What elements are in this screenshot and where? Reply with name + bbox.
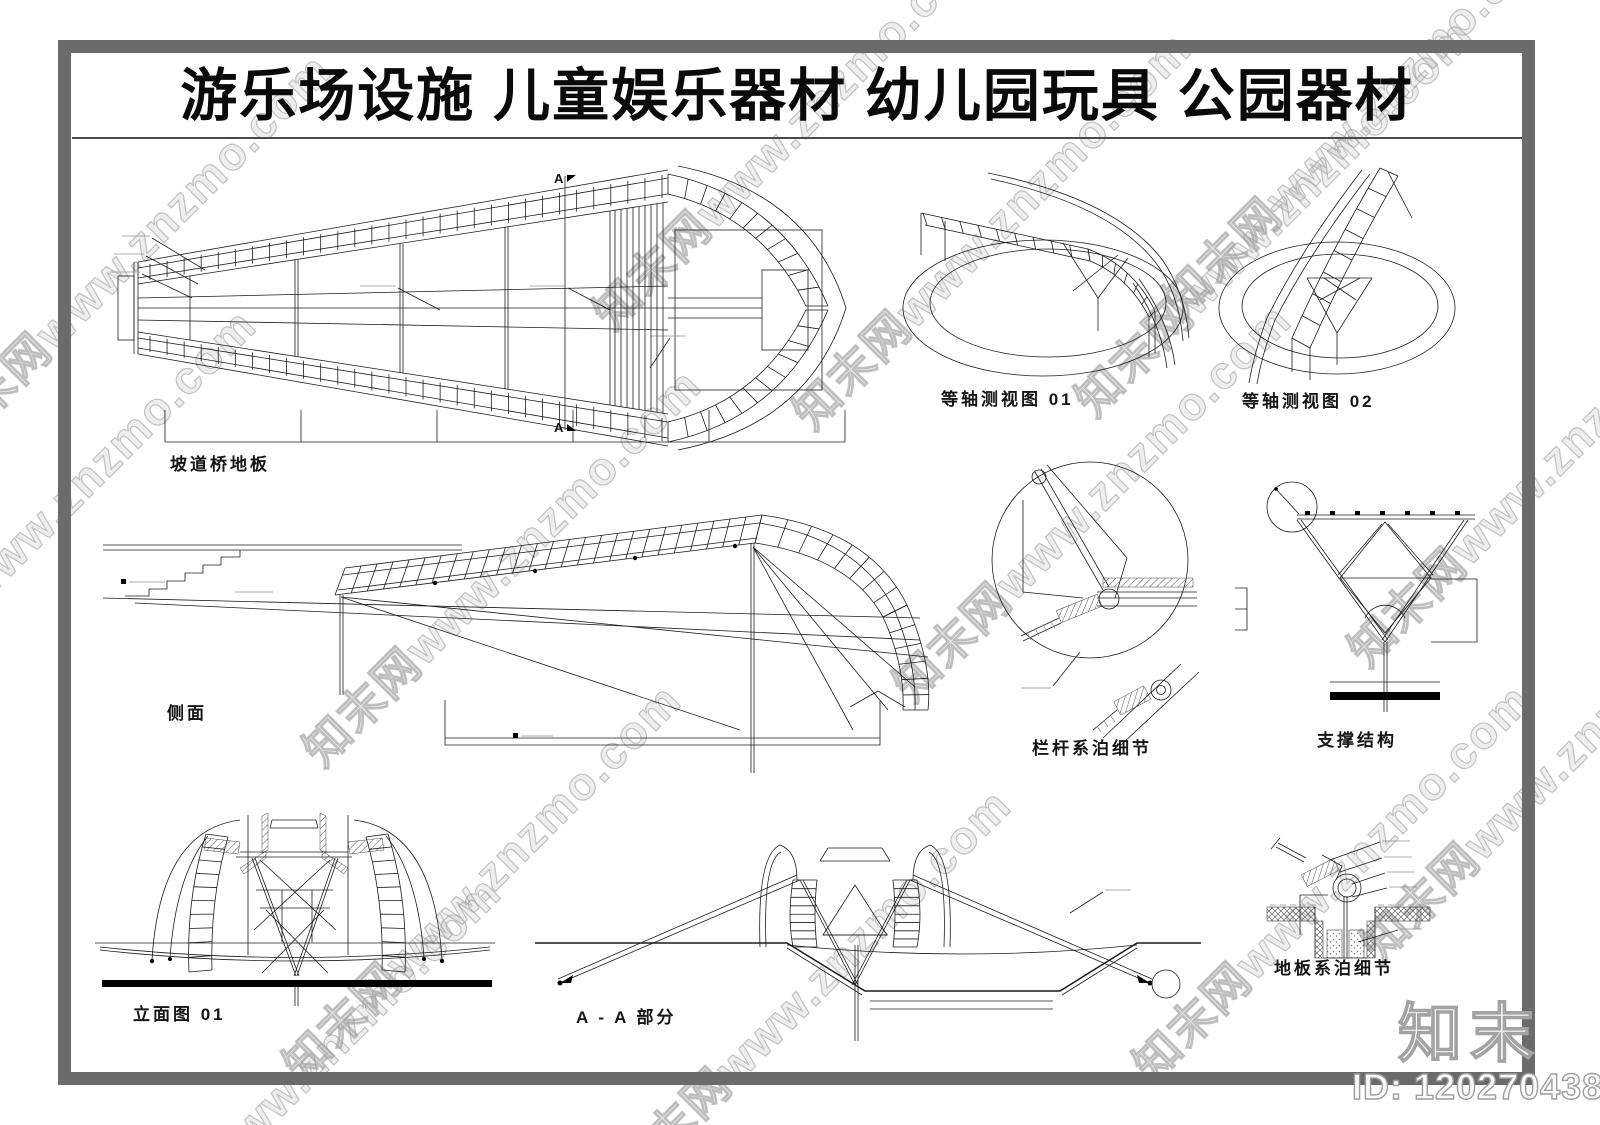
floor-mooring-detail-drawing	[1266, 837, 1431, 959]
axonometric-view-1-drawing	[902, 172, 1190, 377]
section-aa-drawing	[535, 844, 1201, 1041]
elevation-1-drawing	[95, 812, 495, 1006]
title-divider	[72, 137, 1522, 139]
label-axo-view-2: 等轴测视图 02	[1242, 392, 1375, 411]
label-ramp-plan: 坡道桥地板	[170, 455, 270, 474]
sheet-title: 游乐场设施 儿童娱乐器材 幼儿园玩具 公园器材	[180, 64, 1414, 128]
label-axo-view-1: 等轴测视图 01	[941, 390, 1074, 409]
support-structure-drawing	[1235, 481, 1478, 712]
label-support-structure: 支撑结构	[1317, 731, 1397, 750]
label-floor-detail: 地板系泊细节	[1274, 959, 1394, 978]
side-view-drawing	[102, 514, 930, 773]
image-id-stamp: ID: 1202704389	[1351, 1065, 1600, 1107]
label-section-aa: A - A 部分	[576, 1008, 677, 1027]
section-marker-a-bottom: A	[554, 420, 564, 435]
section-marker-a-top: A	[554, 171, 564, 186]
ramp-plan-drawing	[110, 165, 847, 451]
axonometric-view-2-drawing	[1218, 167, 1456, 385]
znzmo-logo: 知末	[1397, 997, 1542, 1071]
railing-mooring-detail-drawing	[991, 461, 1200, 746]
label-side-view: 侧面	[167, 704, 207, 723]
sheet-frame	[58, 40, 1535, 1085]
label-railing-detail: 栏杆系泊细节	[1032, 739, 1152, 758]
label-elevation-1: 立面图 01	[133, 1005, 226, 1024]
